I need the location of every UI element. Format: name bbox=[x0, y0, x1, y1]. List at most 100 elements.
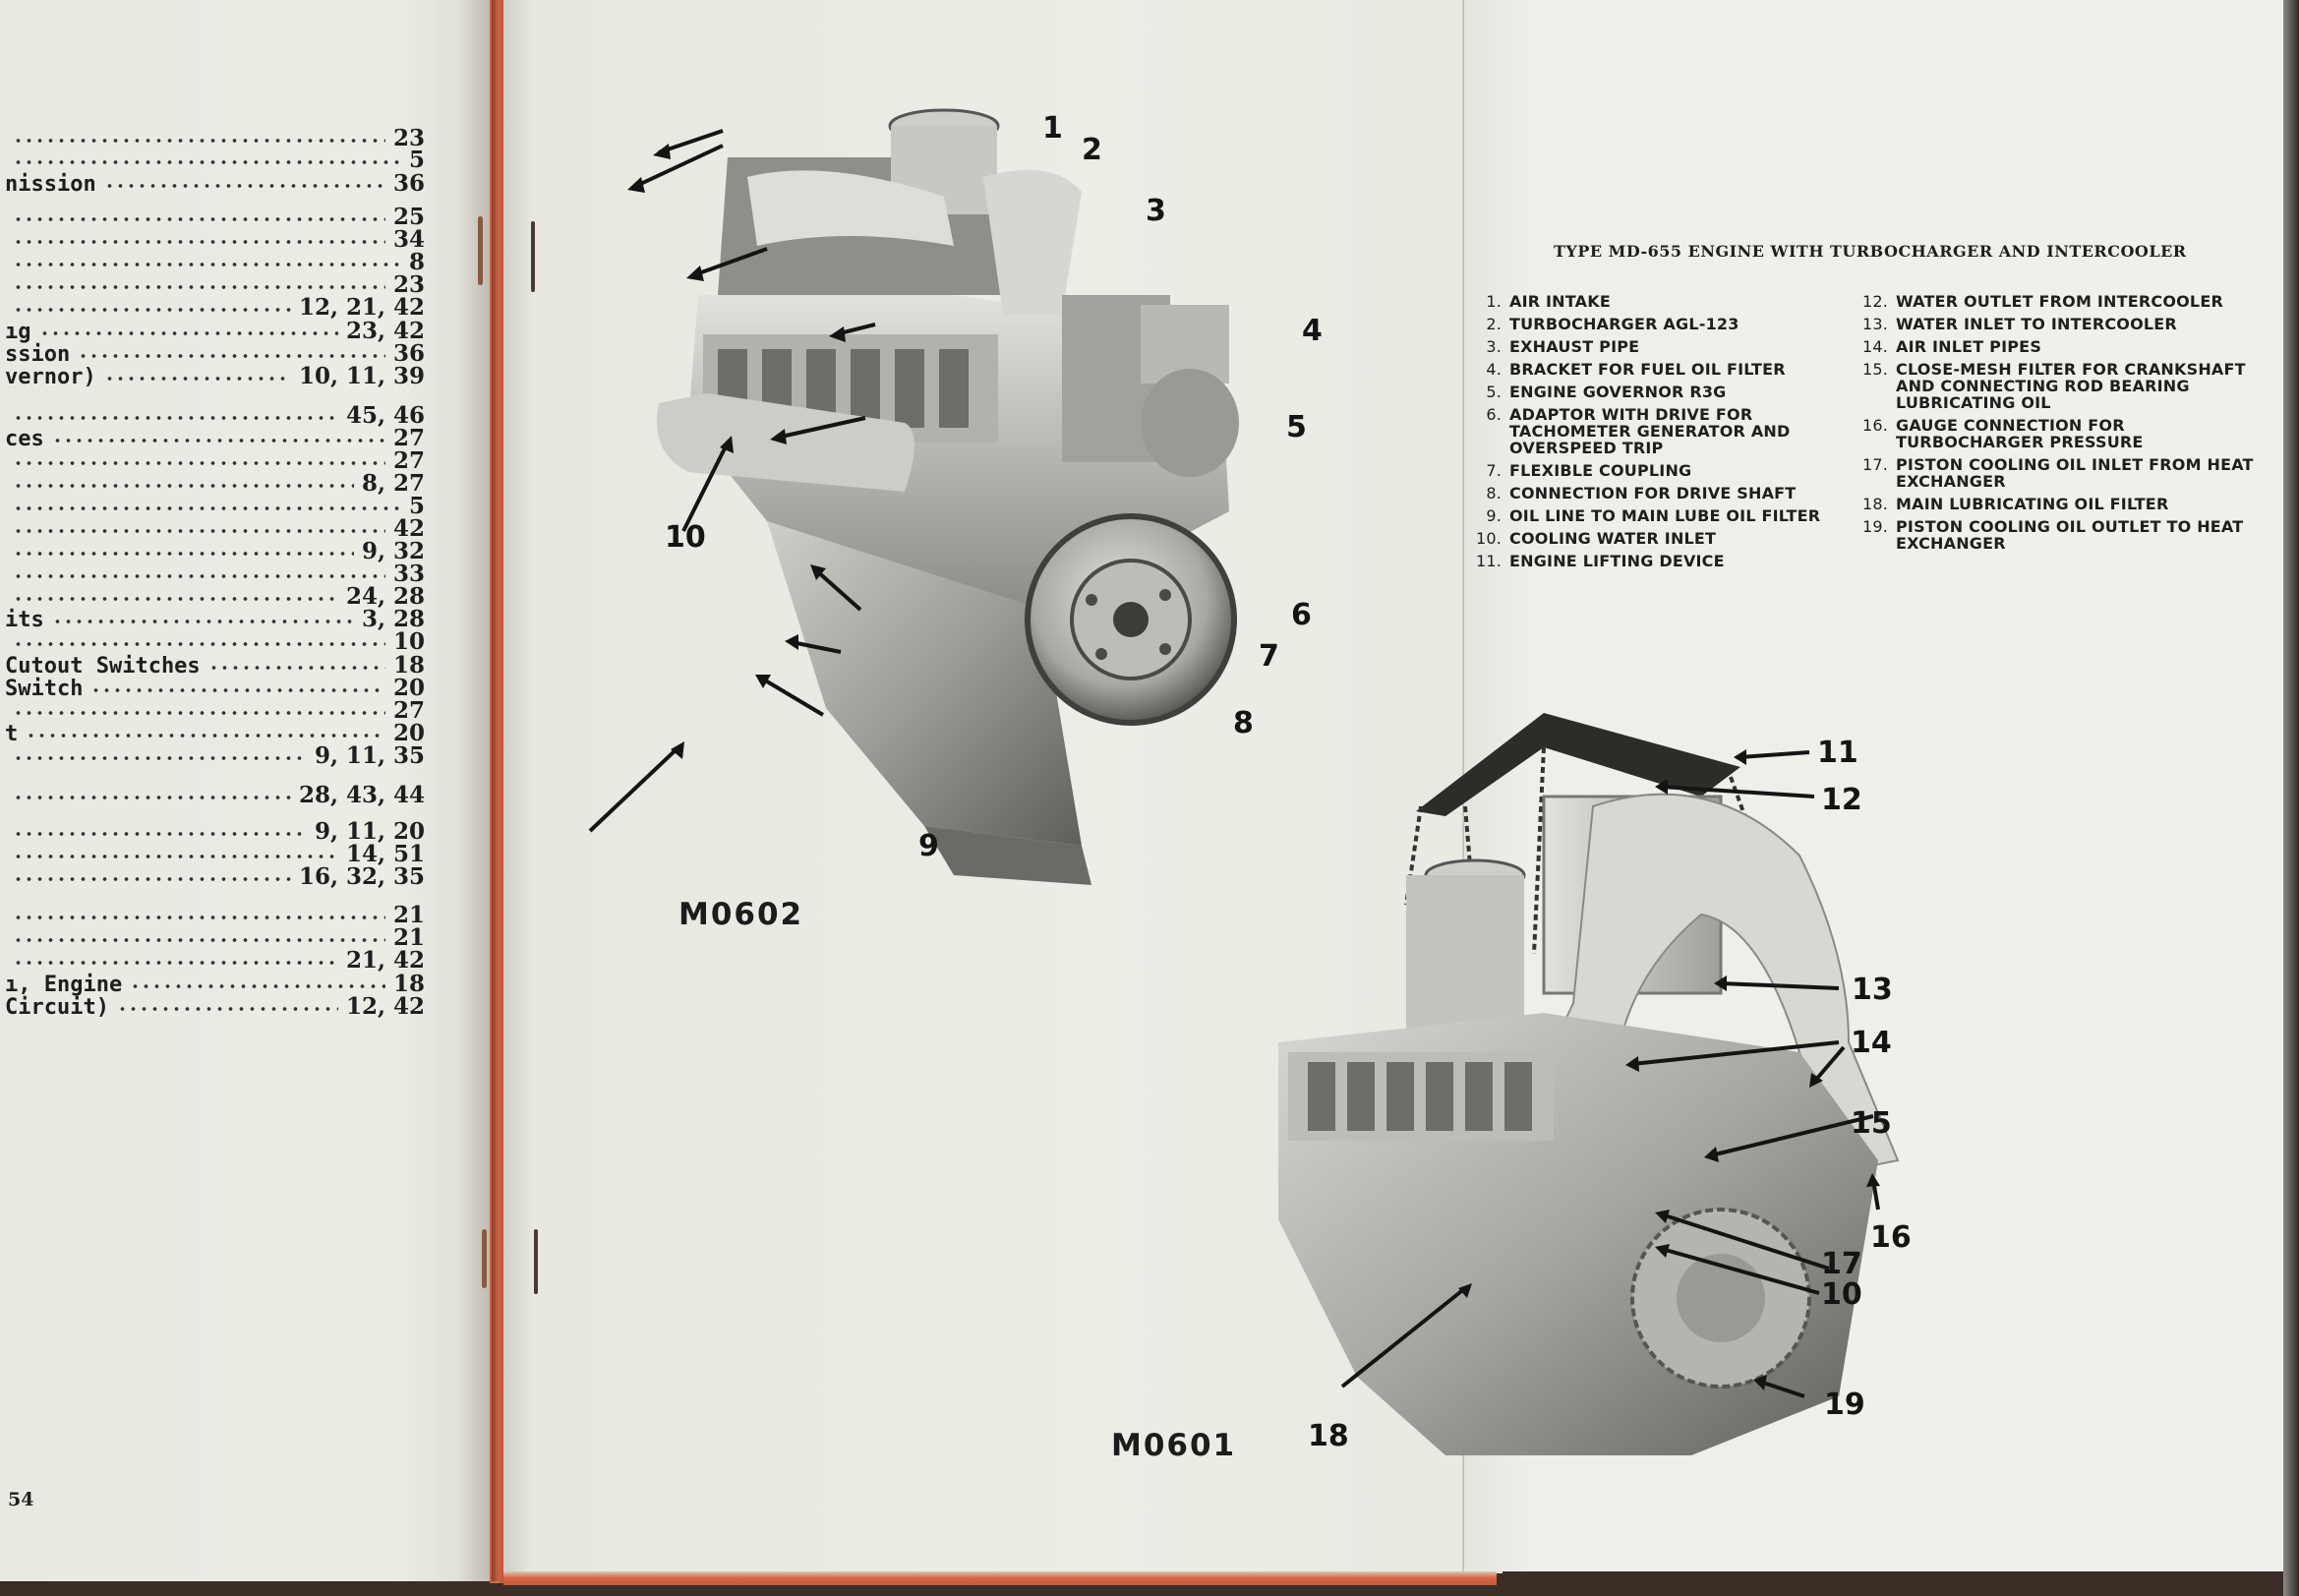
index-leader-dots bbox=[103, 354, 291, 384]
index-pages: 14, 51 bbox=[345, 841, 425, 867]
part-number: 16. bbox=[1861, 416, 1888, 435]
book-edge-left bbox=[490, 0, 505, 1583]
callout-number: 15 bbox=[1851, 1106, 1892, 1141]
index-term: ıg bbox=[5, 320, 31, 344]
part-description: Water inlet to intercooler bbox=[1896, 315, 2177, 333]
callout-number: 14 bbox=[1851, 1026, 1892, 1060]
callout-number: 8 bbox=[1233, 706, 1254, 740]
part-description: Close-mesh filter for crankshaft and con… bbox=[1896, 360, 2246, 412]
part-description: Air intake bbox=[1509, 292, 1611, 311]
index-pages: 36 bbox=[392, 340, 425, 367]
part-list-item: 11. Engine lifting device bbox=[1470, 553, 1834, 569]
index-pages: 25 bbox=[392, 204, 425, 230]
callout-number: 12 bbox=[1821, 783, 1862, 817]
callout-number: 11 bbox=[1817, 736, 1858, 770]
part-description: Piston cooling oil inlet from heat excha… bbox=[1896, 455, 2254, 491]
index-entry: vernor) 10, 11, 39 bbox=[0, 354, 425, 389]
index-pages: 10, 11, 39 bbox=[298, 363, 425, 389]
callout-number: 9 bbox=[918, 829, 939, 863]
part-list-item: 15. Close-mesh filter for crankshaft and … bbox=[1857, 361, 2270, 411]
part-number: 18. bbox=[1861, 495, 1888, 513]
index-pages: 18 bbox=[392, 971, 425, 997]
index-leader-dots bbox=[13, 855, 291, 884]
index-leader-dots bbox=[116, 984, 338, 1014]
part-list-item: 13. Water inlet to intercooler bbox=[1857, 316, 2270, 332]
index-term: ı, Engine bbox=[5, 973, 123, 997]
index-pages: 20 bbox=[392, 675, 425, 701]
callout-number: 16 bbox=[1870, 1220, 1912, 1255]
part-number: 12. bbox=[1861, 292, 1888, 311]
part-description: Connection for drive shaft bbox=[1509, 484, 1797, 502]
part-number: 19. bbox=[1861, 517, 1888, 536]
page-number: 54 bbox=[8, 1489, 34, 1510]
callout-number: 2 bbox=[1082, 133, 1102, 167]
index-leader-dots bbox=[13, 773, 291, 802]
index-pages: 27 bbox=[392, 697, 425, 724]
photo-label-bottom: M0601 bbox=[1111, 1428, 1236, 1463]
index-pages: 24, 28 bbox=[345, 583, 425, 610]
index-entry: 10 bbox=[0, 620, 425, 655]
part-number: 5. bbox=[1486, 383, 1502, 401]
part-list-item: 8. Connection for drive shaft bbox=[1470, 485, 1834, 502]
index-term: vernor) bbox=[5, 365, 96, 389]
part-list-item: 9.Oil line to main lube oil filter bbox=[1470, 507, 1834, 524]
index-pages: 12, 42 bbox=[345, 993, 425, 1020]
exhaust-pipe-shape bbox=[983, 169, 1082, 315]
binding-mark bbox=[482, 1229, 487, 1288]
callout-number: 17 bbox=[1821, 1247, 1862, 1281]
part-description: Exhaust pipe bbox=[1509, 337, 1640, 356]
part-description: Gauge connection for turbocharger pressu… bbox=[1896, 416, 2144, 451]
part-list-item: 7.Flexible coupling bbox=[1470, 462, 1834, 479]
index-pages: 21 bbox=[392, 924, 425, 951]
part-list-item: 12. Water outlet from intercooler bbox=[1857, 293, 2270, 310]
index-pages: 28, 43, 44 bbox=[298, 782, 425, 808]
index-pages: 42 bbox=[392, 515, 425, 542]
part-number: 6. bbox=[1486, 405, 1502, 424]
part-description: Air inlet pipes bbox=[1896, 337, 2042, 356]
part-description: Oil line to main lube oil filter bbox=[1509, 506, 1821, 525]
index-leader-dots bbox=[13, 734, 307, 763]
index-pages: 27 bbox=[392, 425, 425, 451]
part-description: Engine lifting device bbox=[1509, 552, 1725, 570]
part-description: Engine governor R3G bbox=[1509, 383, 1727, 401]
callout-number: 7 bbox=[1259, 639, 1279, 674]
part-list-item: 16. Gauge connection for turbocharger pre… bbox=[1857, 417, 2270, 450]
index-term: ssion bbox=[5, 342, 71, 367]
index-entry: 16, 32, 35 bbox=[0, 855, 425, 890]
part-description: Water outlet from intercooler bbox=[1896, 292, 2223, 311]
part-list-item: 4.Bracket for fuel oil filter bbox=[1470, 361, 1834, 378]
index-pages: 8 bbox=[408, 249, 425, 275]
part-number: 13. bbox=[1861, 315, 1888, 333]
index-pages: 5 bbox=[408, 493, 425, 519]
part-list-item: 17.Piston cooling oil inlet from heat ex… bbox=[1857, 456, 2270, 490]
part-list-item: 5. Engine governor R3G bbox=[1470, 384, 1834, 400]
part-number: 1. bbox=[1486, 292, 1502, 311]
part-list-item: 18.Main lubricating oil filter bbox=[1857, 496, 2270, 512]
part-list-item: 3.Exhaust pipe bbox=[1470, 338, 1834, 355]
part-description: Turbocharger AGL-123 bbox=[1509, 315, 1739, 333]
index-pages: 33 bbox=[392, 561, 425, 587]
part-list-item: 10.Cooling water inlet bbox=[1470, 530, 1834, 547]
lifting-beam bbox=[1416, 713, 1740, 816]
part-number: 14. bbox=[1861, 337, 1888, 356]
gutter-shadow bbox=[492, 0, 501, 1581]
part-description: Piston cooling oil outlet to heat exchan… bbox=[1896, 517, 2244, 553]
part-description: Cooling water inlet bbox=[1509, 529, 1717, 548]
part-number: 8. bbox=[1486, 484, 1502, 502]
part-description: Adaptor with drive for tachometer genera… bbox=[1509, 405, 1791, 457]
index-entry: 28, 43, 44 bbox=[0, 773, 425, 808]
index-entry: Circuit)12, 42 bbox=[0, 984, 425, 1020]
index-leader-dots bbox=[103, 161, 385, 191]
index-pages: 16, 32, 35 bbox=[298, 863, 425, 890]
callout-number: 3 bbox=[1146, 194, 1166, 228]
part-number: 11. bbox=[1475, 552, 1502, 570]
index-pages: 18 bbox=[392, 652, 425, 679]
index-pages: 10 bbox=[392, 628, 425, 655]
part-number: 15. bbox=[1861, 360, 1888, 379]
index-pages: 21 bbox=[392, 902, 425, 928]
callout-number: 1 bbox=[1042, 111, 1063, 146]
callout-number: 4 bbox=[1302, 314, 1323, 348]
part-description: Flexible coupling bbox=[1509, 461, 1692, 480]
